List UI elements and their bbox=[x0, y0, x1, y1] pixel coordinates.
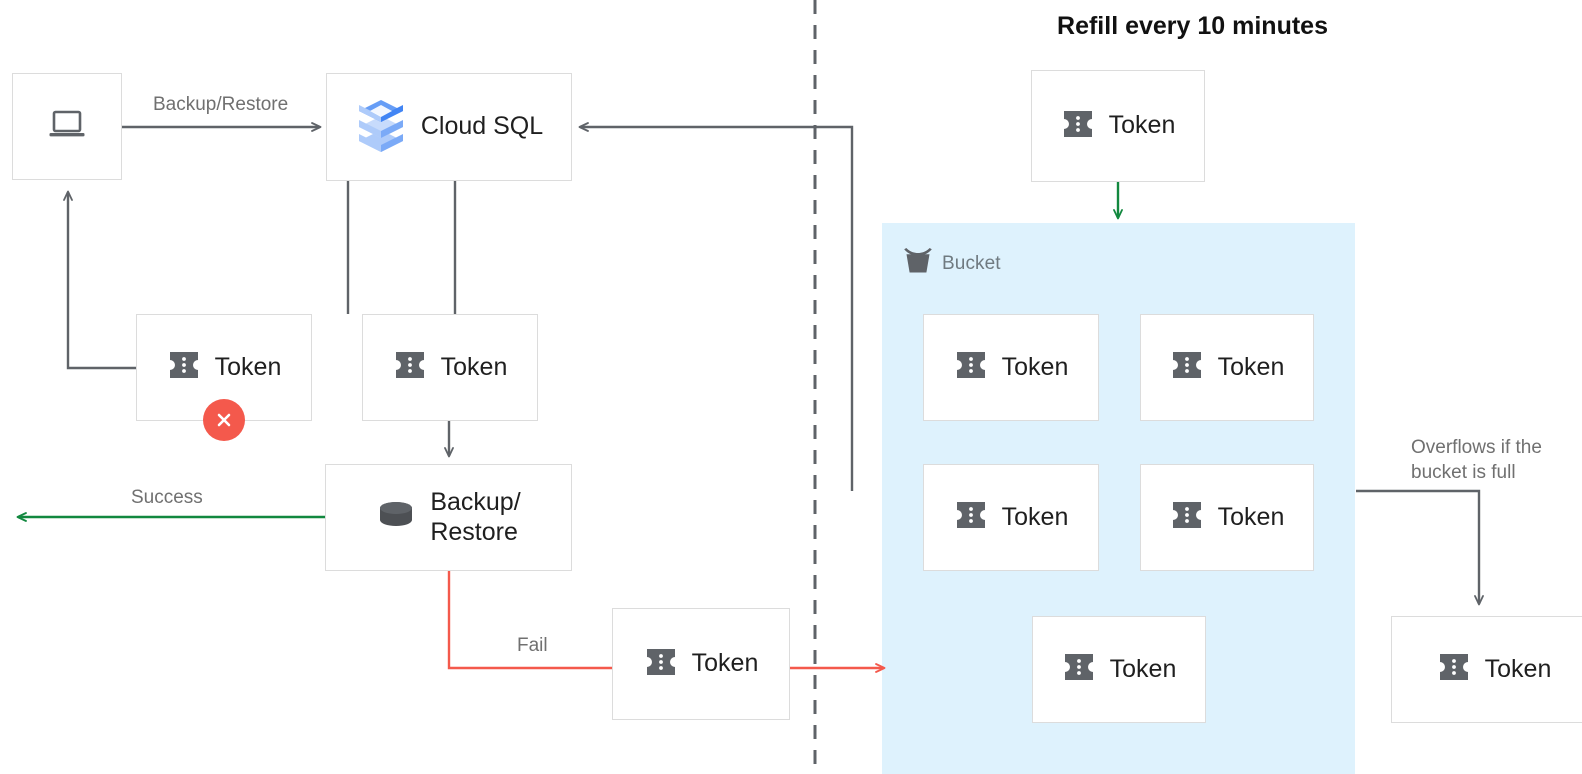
token-icon bbox=[644, 647, 678, 682]
cloud-sql-icon bbox=[355, 96, 407, 159]
edge-overflow bbox=[1356, 489, 1484, 606]
token-icon bbox=[1061, 109, 1095, 144]
edge-label-fail: Fail bbox=[517, 635, 548, 656]
node-client[interactable] bbox=[12, 73, 122, 180]
diagram-title: Refill every 10 minutes bbox=[1057, 12, 1328, 40]
node-backup-restore[interactable]: Backup/ Restore bbox=[325, 464, 572, 571]
token-icon bbox=[954, 350, 988, 385]
bucket-token-4[interactable]: Token bbox=[1140, 464, 1314, 571]
node-token-overflow-label: Token bbox=[1484, 654, 1552, 683]
database-icon bbox=[376, 498, 416, 537]
token-icon bbox=[393, 350, 427, 385]
bucket-label-group: Bucket bbox=[903, 247, 1001, 281]
token-icon bbox=[1062, 652, 1096, 687]
edge-token-left-to-client bbox=[63, 190, 136, 370]
edge-label-backup-restore: Backup/Restore bbox=[153, 94, 289, 115]
edge-label-success: Success bbox=[131, 487, 203, 508]
node-token-left-label: Token bbox=[214, 352, 282, 381]
token-icon bbox=[954, 500, 988, 535]
token-icon bbox=[1170, 500, 1204, 535]
bucket-token-2-label: Token bbox=[1217, 352, 1285, 381]
node-token-refill[interactable]: Token bbox=[1031, 70, 1205, 182]
node-backup-restore-label: Backup/ Restore bbox=[430, 488, 521, 546]
node-token-fail-label: Token bbox=[691, 649, 759, 678]
bucket-label-text: Bucket bbox=[942, 253, 1001, 274]
bucket-token-1-label: Token bbox=[1001, 352, 1069, 381]
bucket-token-2[interactable]: Token bbox=[1140, 314, 1314, 421]
token-icon bbox=[1170, 350, 1204, 385]
bucket-token-3-label: Token bbox=[1001, 502, 1069, 531]
node-token-refill-label: Token bbox=[1108, 111, 1176, 140]
token-icon bbox=[1437, 652, 1471, 687]
edge-label-overflow: Overflows if the bucket is full bbox=[1411, 437, 1542, 484]
bucket-token-3[interactable]: Token bbox=[923, 464, 1099, 571]
bucket-icon bbox=[903, 247, 933, 281]
node-token-right[interactable]: Token bbox=[362, 314, 538, 421]
node-token-overflow[interactable]: Token bbox=[1391, 616, 1582, 723]
edge-bucket-to-cloudsql bbox=[578, 122, 854, 491]
bucket-token-5[interactable]: Token bbox=[1032, 616, 1206, 723]
bucket-token-5-label: Token bbox=[1109, 654, 1177, 683]
node-token-right-label: Token bbox=[440, 352, 508, 381]
node-token-fail[interactable]: Token bbox=[612, 608, 790, 720]
error-badge bbox=[203, 399, 245, 441]
node-cloud-sql[interactable]: Cloud SQL bbox=[326, 73, 572, 181]
laptop-icon bbox=[47, 108, 87, 145]
token-icon bbox=[167, 350, 201, 385]
bucket-token-1[interactable]: Token bbox=[923, 314, 1099, 421]
node-cloud-sql-label: Cloud SQL bbox=[420, 112, 544, 141]
bucket-token-4-label: Token bbox=[1217, 502, 1285, 531]
close-icon bbox=[217, 413, 231, 427]
